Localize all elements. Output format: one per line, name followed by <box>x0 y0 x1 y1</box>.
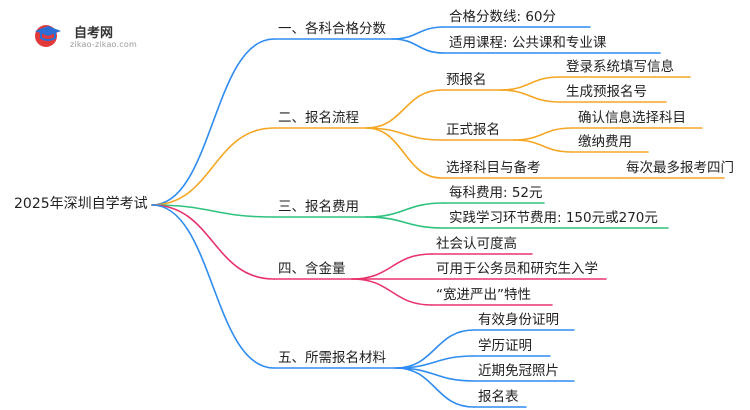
leaf-max-four[interactable]: 每次最多报考四门 <box>626 160 734 176</box>
leaf-pay-fees[interactable]: 缴纳费用 <box>578 134 632 150</box>
edge-b3-leaf-2 <box>351 278 433 306</box>
leaf-education-proof[interactable]: 学历证明 <box>478 338 532 354</box>
graduation-cap-icon <box>35 25 61 47</box>
leaf-per-subject-fee[interactable]: 每科费用: 52元 <box>449 185 543 201</box>
site-logo[interactable]: 自考网 zikao-zikao.com <box>28 14 158 54</box>
edge-b3-leaf-0 <box>351 253 433 280</box>
leaf-recognition[interactable]: 社会认可度高 <box>436 236 517 252</box>
logo-name: 自考网 <box>74 26 114 41</box>
edge-b1-leaf-1-1 <box>513 139 573 153</box>
leaf-practice-fee[interactable]: 实践学习环节费用: 150元或270元 <box>449 210 658 226</box>
leaf-form[interactable]: 报名表 <box>478 389 519 405</box>
edge-root-branch-4 <box>151 204 275 369</box>
edge-root-branch-1 <box>151 127 275 206</box>
edge-b4-leaf-3 <box>395 367 475 408</box>
leaf-id-proof[interactable]: 有效身份证明 <box>478 312 559 328</box>
logo-url: zikao-zikao.com <box>70 40 137 49</box>
node-pre-registration[interactable]: 预报名 <box>446 72 487 88</box>
root-topic[interactable]: 2025年深圳自学考试 <box>14 196 148 212</box>
node-formal-registration[interactable]: 正式报名 <box>446 122 500 138</box>
leaf-login-fill[interactable]: 登录系统填写信息 <box>566 59 674 75</box>
leaf-civil-service[interactable]: 可用于公务员和研究生入学 <box>436 261 598 277</box>
branch-passing-scores[interactable]: 一、各科合格分数 <box>278 21 386 37</box>
leaf-confirm-info[interactable]: 确认信息选择科目 <box>578 110 686 126</box>
edge-b1-node-2 <box>365 127 443 179</box>
edge-b4-leaf-0 <box>395 329 475 369</box>
leaf-pre-number[interactable]: 生成预报名号 <box>566 84 647 100</box>
branch-value[interactable]: 四、含金量 <box>278 261 346 277</box>
edge-root-branch-3 <box>151 204 275 280</box>
edge-root-branch-0 <box>151 38 275 206</box>
edge-b1-leaf-0-1 <box>499 89 561 103</box>
edge-root-branch-2 <box>151 204 275 218</box>
leaf-photo[interactable]: 近期免冠照片 <box>478 363 559 379</box>
edge-b0-leaf-1 <box>391 38 445 54</box>
edge-b2-leaf-0 <box>365 202 445 218</box>
edge-b1-leaf-1-0 <box>513 127 573 141</box>
edge-b1-node-1 <box>365 127 443 141</box>
edge-b0-leaf-0 <box>391 26 445 40</box>
branch-materials[interactable]: 五、所需报名材料 <box>278 350 386 366</box>
node-subject-selection[interactable]: 选择科目与备考 <box>446 160 541 176</box>
edge-b2-leaf-1 <box>365 216 445 229</box>
leaf-passing-line[interactable]: 合格分数线: 60分 <box>449 9 557 25</box>
branch-registration-flow[interactable]: 二、报名流程 <box>278 110 359 126</box>
leaf-courses[interactable]: 适用课程: 公共课和专业课 <box>449 35 607 51</box>
leaf-strict-exit[interactable]: “宽进严出”特性 <box>436 287 531 303</box>
edge-b1-leaf-0-0 <box>499 76 561 91</box>
branch-fees[interactable]: 三、报名费用 <box>278 199 359 215</box>
edge-b1-node-0 <box>365 89 443 129</box>
